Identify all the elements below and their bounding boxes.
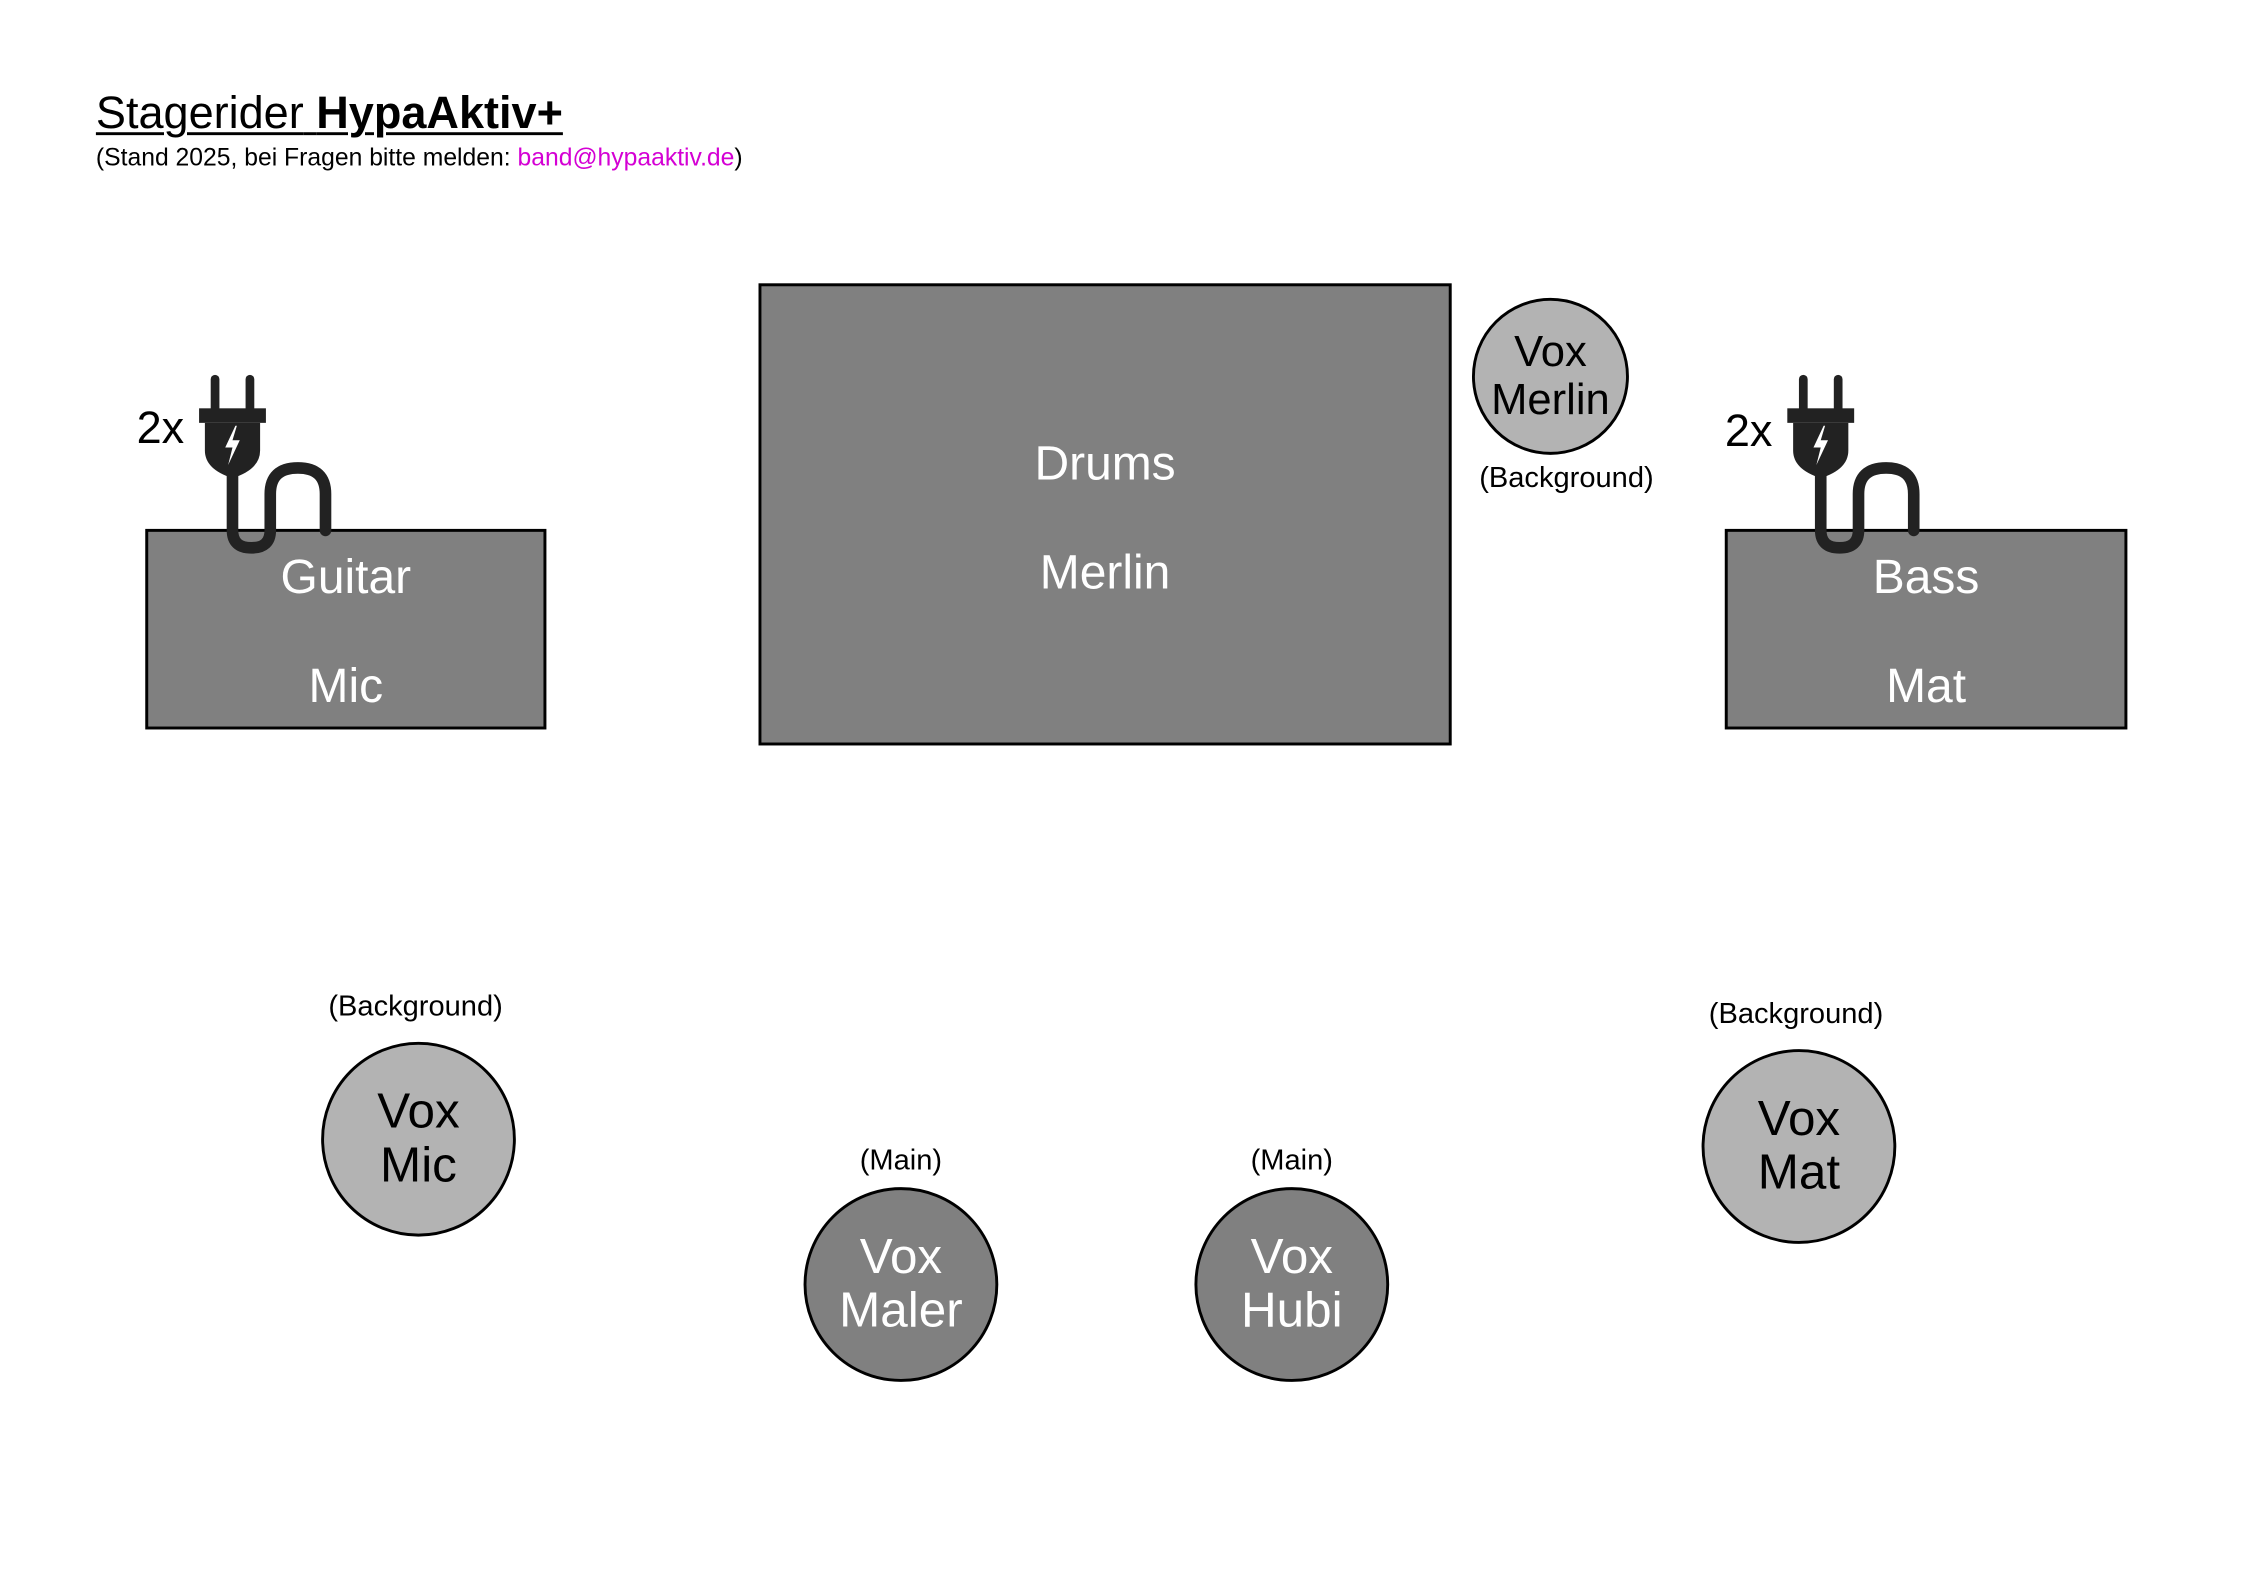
amp-player-label: Mat <box>1886 658 1967 713</box>
vox-role-label: (Background) <box>1479 462 1654 495</box>
title-prefix: Stagerider <box>95 87 304 139</box>
power-count: 2x <box>1724 405 1773 457</box>
page-title: Stagerider HypaAktiv+ <box>96 87 563 139</box>
amp-player-label: Mic <box>308 658 384 713</box>
vocal-mic-mic: Vox Mic <box>321 1041 516 1237</box>
subtitle: (Stand 2025, bei Fragen bitte melden: ba… <box>96 144 743 173</box>
vocal-mic-mat: Vox Mat <box>1701 1049 1897 1244</box>
vox-label: Vox <box>859 1228 943 1284</box>
vocal-mic-hubi: Vox Hubi <box>1194 1187 1390 1382</box>
drums-label: Drums <box>1034 435 1176 490</box>
vox-name: Mat <box>1757 1145 1841 1201</box>
power-count: 2x <box>136 402 185 454</box>
vocal-mic-merlin: Vox Merlin <box>1471 297 1629 455</box>
vox-name: Merlin <box>1491 376 1610 425</box>
amp-instrument-label: Guitar <box>280 549 412 604</box>
subtitle-close: ) <box>734 143 743 172</box>
vox-label: Vox <box>377 1083 460 1139</box>
contact-email-link[interactable]: band@hypaaktiv.de <box>517 143 735 172</box>
subtitle-text: (Stand 2025, bei Fragen bitte melden: <box>95 143 518 172</box>
vocal-mic-maler: Vox Maler <box>803 1187 999 1382</box>
vox-name: Hubi <box>1240 1283 1343 1339</box>
band-name: HypaAktiv+ <box>316 87 563 139</box>
vox-role-label: (Background) <box>328 991 503 1023</box>
vox-role-label: (Main) <box>859 1145 943 1178</box>
bass-amp: Bass Mat <box>1724 528 2128 730</box>
vox-role-label: (Background) <box>1708 998 1884 1031</box>
amp-instrument-label: Bass <box>1872 549 1980 604</box>
vox-label: Vox <box>1250 1228 1334 1284</box>
power-plug-icon <box>1787 374 1920 554</box>
power-plug-icon <box>199 374 332 554</box>
vox-role-label: (Main) <box>1250 1145 1333 1178</box>
vox-label: Vox <box>1514 328 1587 377</box>
drummer-label: Merlin <box>1039 544 1171 599</box>
vox-name: Mic <box>380 1137 457 1193</box>
drum-riser: Drums Merlin <box>758 283 1452 746</box>
vox-name: Maler <box>839 1283 963 1339</box>
guitar-amp: Guitar Mic <box>145 528 547 730</box>
vox-label: Vox <box>1757 1090 1841 1146</box>
